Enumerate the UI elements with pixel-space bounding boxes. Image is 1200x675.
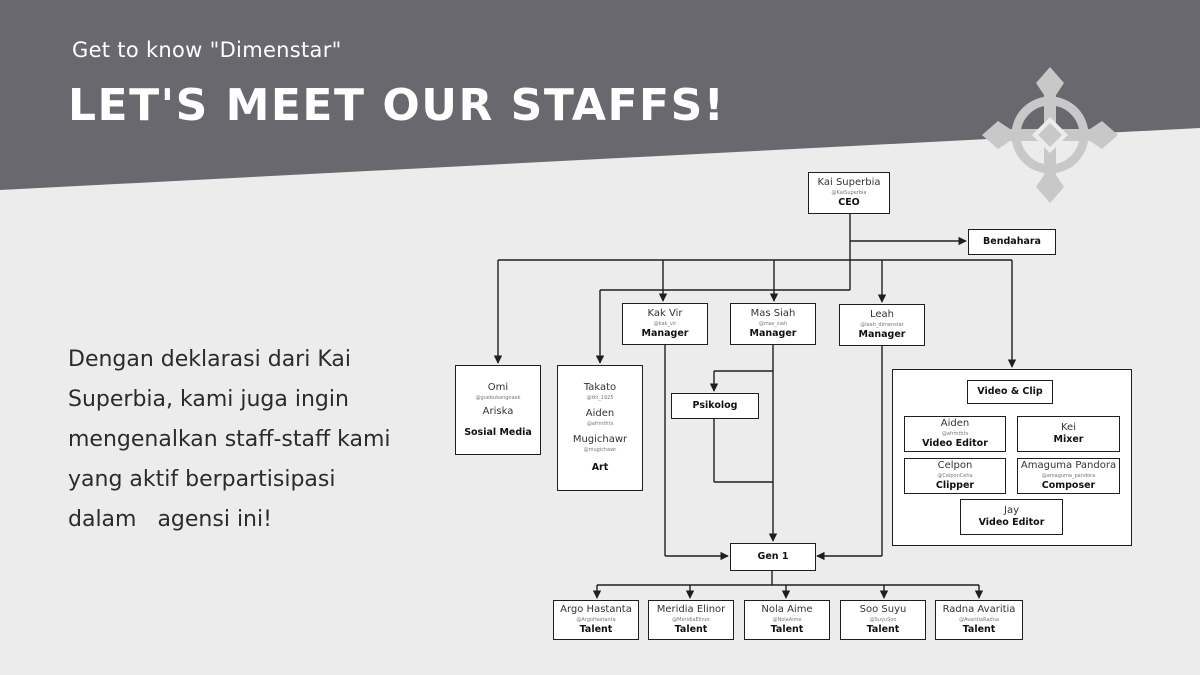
member-name: Kei	[1061, 422, 1076, 433]
description-line: Dengan deklarasi dari Kai	[68, 347, 351, 372]
art-box: Takato @tkt_1925 Aiden @afrmthts Mugicha…	[557, 365, 643, 491]
description-line: yang aktif berpartisipasi	[68, 467, 336, 492]
manager-box: Leah @leah_dimenstar Manager	[839, 304, 925, 346]
member-role: Video Editor	[978, 517, 1045, 528]
bendahara-role: Bendahara	[983, 236, 1041, 247]
manager-name: Kak Vir	[647, 308, 683, 319]
gen1-role: Gen 1	[757, 551, 789, 562]
ceo-role: CEO	[838, 197, 860, 208]
video-member-box: Kei Mixer	[1017, 416, 1120, 452]
member-role: Clipper	[935, 480, 975, 491]
ceo-handle: @KaiSuperbia	[831, 190, 867, 196]
talent-box: Radna Avaritia @AvaritiaRadna Talent	[935, 600, 1023, 640]
talent-handle: @SuyuSoo	[869, 617, 897, 623]
psikolog-role: Psikolog	[692, 400, 738, 411]
member-handle: @mugichawr	[583, 447, 617, 453]
manager-box: Mas Siah @mas_siah Manager	[730, 303, 816, 345]
talent-handle: @AvaritiaRadna	[959, 617, 999, 623]
page-subtitle: Get to know "Dimenstar"	[72, 38, 342, 62]
cross-compass-icon	[982, 67, 1118, 203]
manager-role: Manager	[858, 329, 906, 340]
talent-box: Argo Hastanta @ArgoHastanta Talent	[553, 600, 639, 640]
manager-handle: @leah_dimenstar	[860, 322, 904, 328]
sosial-media-box: Omi @guebukangoaek Ariska Sosial Media	[455, 365, 541, 455]
manager-box: Kak Vir @kak_vir Manager	[622, 303, 708, 345]
member-handle: @afrmthts	[941, 431, 969, 437]
member-name: Celpon	[937, 460, 973, 471]
talent-box: Nola Aime @NolaAime Talent	[744, 600, 830, 640]
gen1-box: Gen 1	[730, 543, 816, 571]
video-member-box: Jay Video Editor	[960, 499, 1063, 535]
member-name: Mugichawr	[572, 434, 628, 445]
description: Dengan deklarasi dari Kai Superbia, kami…	[68, 340, 428, 540]
member-name: Aiden	[585, 408, 615, 419]
member-role: Video Editor	[922, 438, 988, 449]
manager-name: Leah	[869, 309, 894, 320]
member-handle: @CelponCeha	[937, 473, 973, 479]
talent-name: Argo Hastanta	[560, 604, 632, 615]
manager-role: Manager	[641, 328, 689, 339]
page-title: LET'S MEET OUR STAFFS!	[68, 80, 726, 131]
talent-role: Talent	[770, 624, 804, 635]
talent-name: Radna Avaritia	[942, 604, 1016, 615]
member-role: Mixer	[1053, 434, 1084, 445]
talent-name: Nola Aime	[761, 604, 813, 615]
video-member-box: Celpon @CelponCeha Clipper	[904, 458, 1006, 494]
member-name: Amaguma Pandora	[1020, 460, 1117, 471]
talent-role: Talent	[674, 624, 708, 635]
psikolog-box: Psikolog	[671, 393, 759, 419]
talent-name: Soo Suyu	[859, 604, 907, 615]
manager-handle: @mas_siah	[758, 321, 788, 327]
member-handle: @tkt_1925	[586, 395, 614, 401]
ceo-box: Kai Superbia @KaiSuperbia CEO	[808, 172, 890, 214]
bendahara-box: Bendahara	[968, 229, 1056, 255]
description-line: dalam agensi ini!	[68, 507, 272, 532]
talent-box: Soo Suyu @SuyuSoo Talent	[840, 600, 926, 640]
talent-role: Talent	[579, 624, 613, 635]
member-name: Aiden	[940, 418, 970, 429]
member-handle: @guebukangoaek	[475, 394, 521, 401]
talent-handle: @NolaAime	[772, 617, 802, 623]
sosial-media-role: Sosial Media	[464, 426, 532, 438]
member-name: Takato	[583, 382, 617, 393]
member-handle: @amaguma_pandora	[1041, 473, 1096, 479]
talent-role: Talent	[962, 624, 996, 635]
member-name: Jay	[1004, 505, 1019, 516]
member-role: Composer	[1041, 480, 1096, 491]
member-name: Omi	[487, 381, 509, 393]
video-clip-label: Video & Clip	[977, 386, 1043, 397]
video-member-box: Amaguma Pandora @amaguma_pandora Compose…	[1017, 458, 1120, 494]
art-role: Art	[591, 462, 609, 473]
manager-handle: @kak_vir	[653, 321, 677, 327]
description-line: Superbia, kami juga ingin	[68, 387, 349, 412]
member-handle: @afrmthts	[586, 421, 614, 427]
description-line: mengenalkan staff-staff kami	[68, 427, 391, 452]
talent-box: Meridia Elinor @MeridiaElinor Talent	[648, 600, 734, 640]
manager-name: Mas Siah	[750, 308, 796, 319]
talent-handle: @ArgoHastanta	[576, 617, 616, 623]
manager-role: Manager	[749, 328, 797, 339]
member-name: Ariska	[482, 405, 514, 417]
video-clip-title: Video & Clip	[967, 380, 1053, 404]
talent-role: Talent	[866, 624, 900, 635]
talent-name: Meridia Elinor	[656, 604, 726, 615]
video-member-box: Aiden @afrmthts Video Editor	[904, 416, 1006, 452]
ceo-name: Kai Superbia	[817, 177, 881, 188]
talent-handle: @MeridiaElinor	[672, 617, 710, 623]
